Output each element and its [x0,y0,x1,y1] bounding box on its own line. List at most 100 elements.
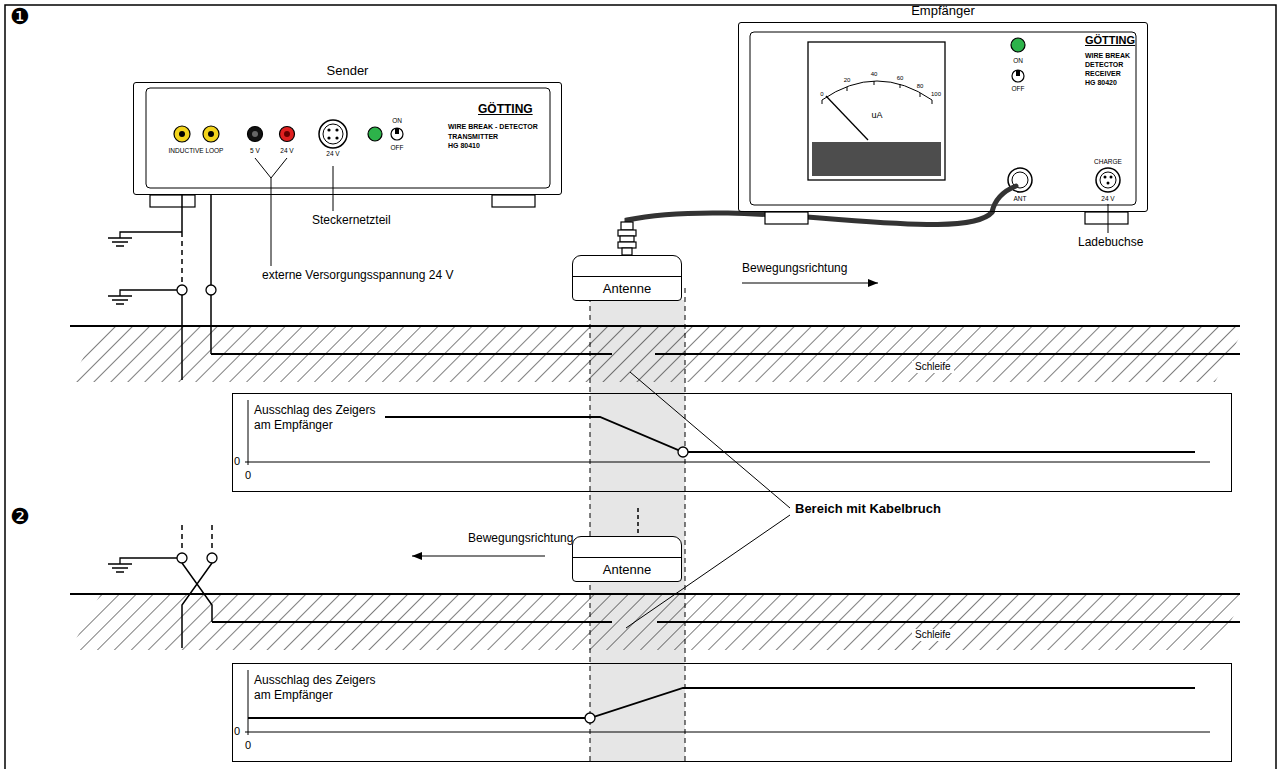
callout-label: Bereich mit Kabelbruch [795,502,941,517]
terminal-circle [207,553,217,563]
signal-curve [248,688,1195,718]
device-heading: Sender [134,63,561,78]
axis-zero: 0 [245,469,251,482]
model-number: HG 80410 [448,142,480,150]
cable-plug [620,236,634,242]
charge-jack-ring [1100,172,1116,188]
switch-label: ON [392,117,402,124]
device-foot [492,195,535,207]
signal-graph-frame: Ausschlag des Zeigers am Empfänger [232,393,1232,492]
ground-surface [70,326,1240,594]
signal-marker [585,713,595,723]
leader-line [626,372,790,628]
front-panel [146,88,550,188]
axis-title: Ausschlag des Zeigers am Empfänger [254,673,394,703]
port-label: INDUCTIVE LOOP [169,147,224,154]
signal-curve [385,417,1195,452]
port-label: 24 V [1101,195,1114,202]
scale-number: 40 [871,71,878,78]
callout-number: ❶ [10,6,30,28]
switch-label: OFF [391,144,404,151]
connector-pin [327,128,330,131]
switch-label: ON [1013,57,1023,64]
connector-pin [335,136,338,139]
antenna-divider [573,557,681,558]
unit-label: uA [871,110,882,120]
connector-pin [1104,176,1107,179]
callout-label: Steckernetzteil [312,214,391,228]
graph-axis [245,670,1210,735]
meter-scale-arc [822,81,932,100]
cable-plug [618,230,636,236]
loop-label: Schleife [912,361,954,373]
signal-marker [678,447,688,457]
antenna-cable [992,186,1016,212]
device-heading: Empfänger [739,3,1147,18]
scale-number: 20 [844,77,851,84]
jack-hole [179,131,185,137]
port-label: 24 V [326,150,339,157]
front-panel [750,32,1136,205]
direction-arrow [412,555,545,556]
jack-hole [208,131,214,137]
callout-label: externe Versorgungsspannung 24 V [262,269,453,283]
crossed-loop-lead [182,563,212,648]
brand-logo: GÖTTING [1085,34,1135,47]
switch-lever [395,128,399,134]
jack-hole [252,131,258,137]
device-title: RECEIVER [1085,70,1121,78]
connector-pin [335,128,338,131]
callout-number: ❷ [10,506,30,528]
port-label: CHARGE [1094,158,1122,165]
axis-zero: 0 [234,455,240,468]
loop-jack [174,126,190,142]
leader-line [333,166,334,211]
device-title: DETECTOR [1085,61,1123,69]
cable-plug [622,248,632,255]
break-zone-boundary [590,288,685,762]
axis-zero: 0 [245,739,251,752]
antenna-cable-stub [637,508,639,534]
power-led [368,127,382,141]
device-title: WIRE BREAK [1085,52,1130,60]
terminal-circle [206,285,216,295]
direction-label: Bewegungsrichtung [468,532,573,546]
receiver-device: Empfänger [738,22,1148,212]
ground-symbol [108,290,177,304]
ground-symbol [108,232,182,246]
cable-plug [618,242,636,248]
scale-number: 60 [897,75,904,82]
figure-frame [5,5,1276,769]
direction-arrow [742,282,878,283]
loop-label: Schleife [912,629,954,641]
antenna-box: Antenne [572,536,682,582]
switch-lever [1016,70,1020,76]
jack-hole [284,131,290,137]
callout-label: Ladebuchse [1078,236,1143,250]
meter-needle [826,96,868,140]
axis-zero: 0 [234,725,240,738]
device-foot [1085,212,1128,224]
device-foot [150,195,195,207]
loop-wire [211,354,1240,622]
loop-jack [203,126,219,142]
connector-pin [1107,182,1110,185]
scale-number: 100 [931,91,941,98]
model-number: HG 80420 [1085,79,1117,87]
charge-jack [1096,168,1120,192]
scale-number: 80 [917,83,924,90]
port-label: 5 V [250,147,260,154]
device-title: TRANSMITTER [448,133,498,141]
switch-label: OFF [1012,85,1025,92]
antenna-label: Antenne [573,562,681,578]
antenna-divider [573,276,681,277]
meter-base [812,142,941,176]
device-title: WIRE BREAK - DETECTOR [448,123,538,131]
toggle-switch [1012,70,1024,82]
ground-symbol [108,558,177,572]
signal-graph-frame: Ausschlag des Zeigers am Empfänger [232,663,1232,762]
cable-plug [621,222,633,230]
connector-pin [1110,176,1113,179]
